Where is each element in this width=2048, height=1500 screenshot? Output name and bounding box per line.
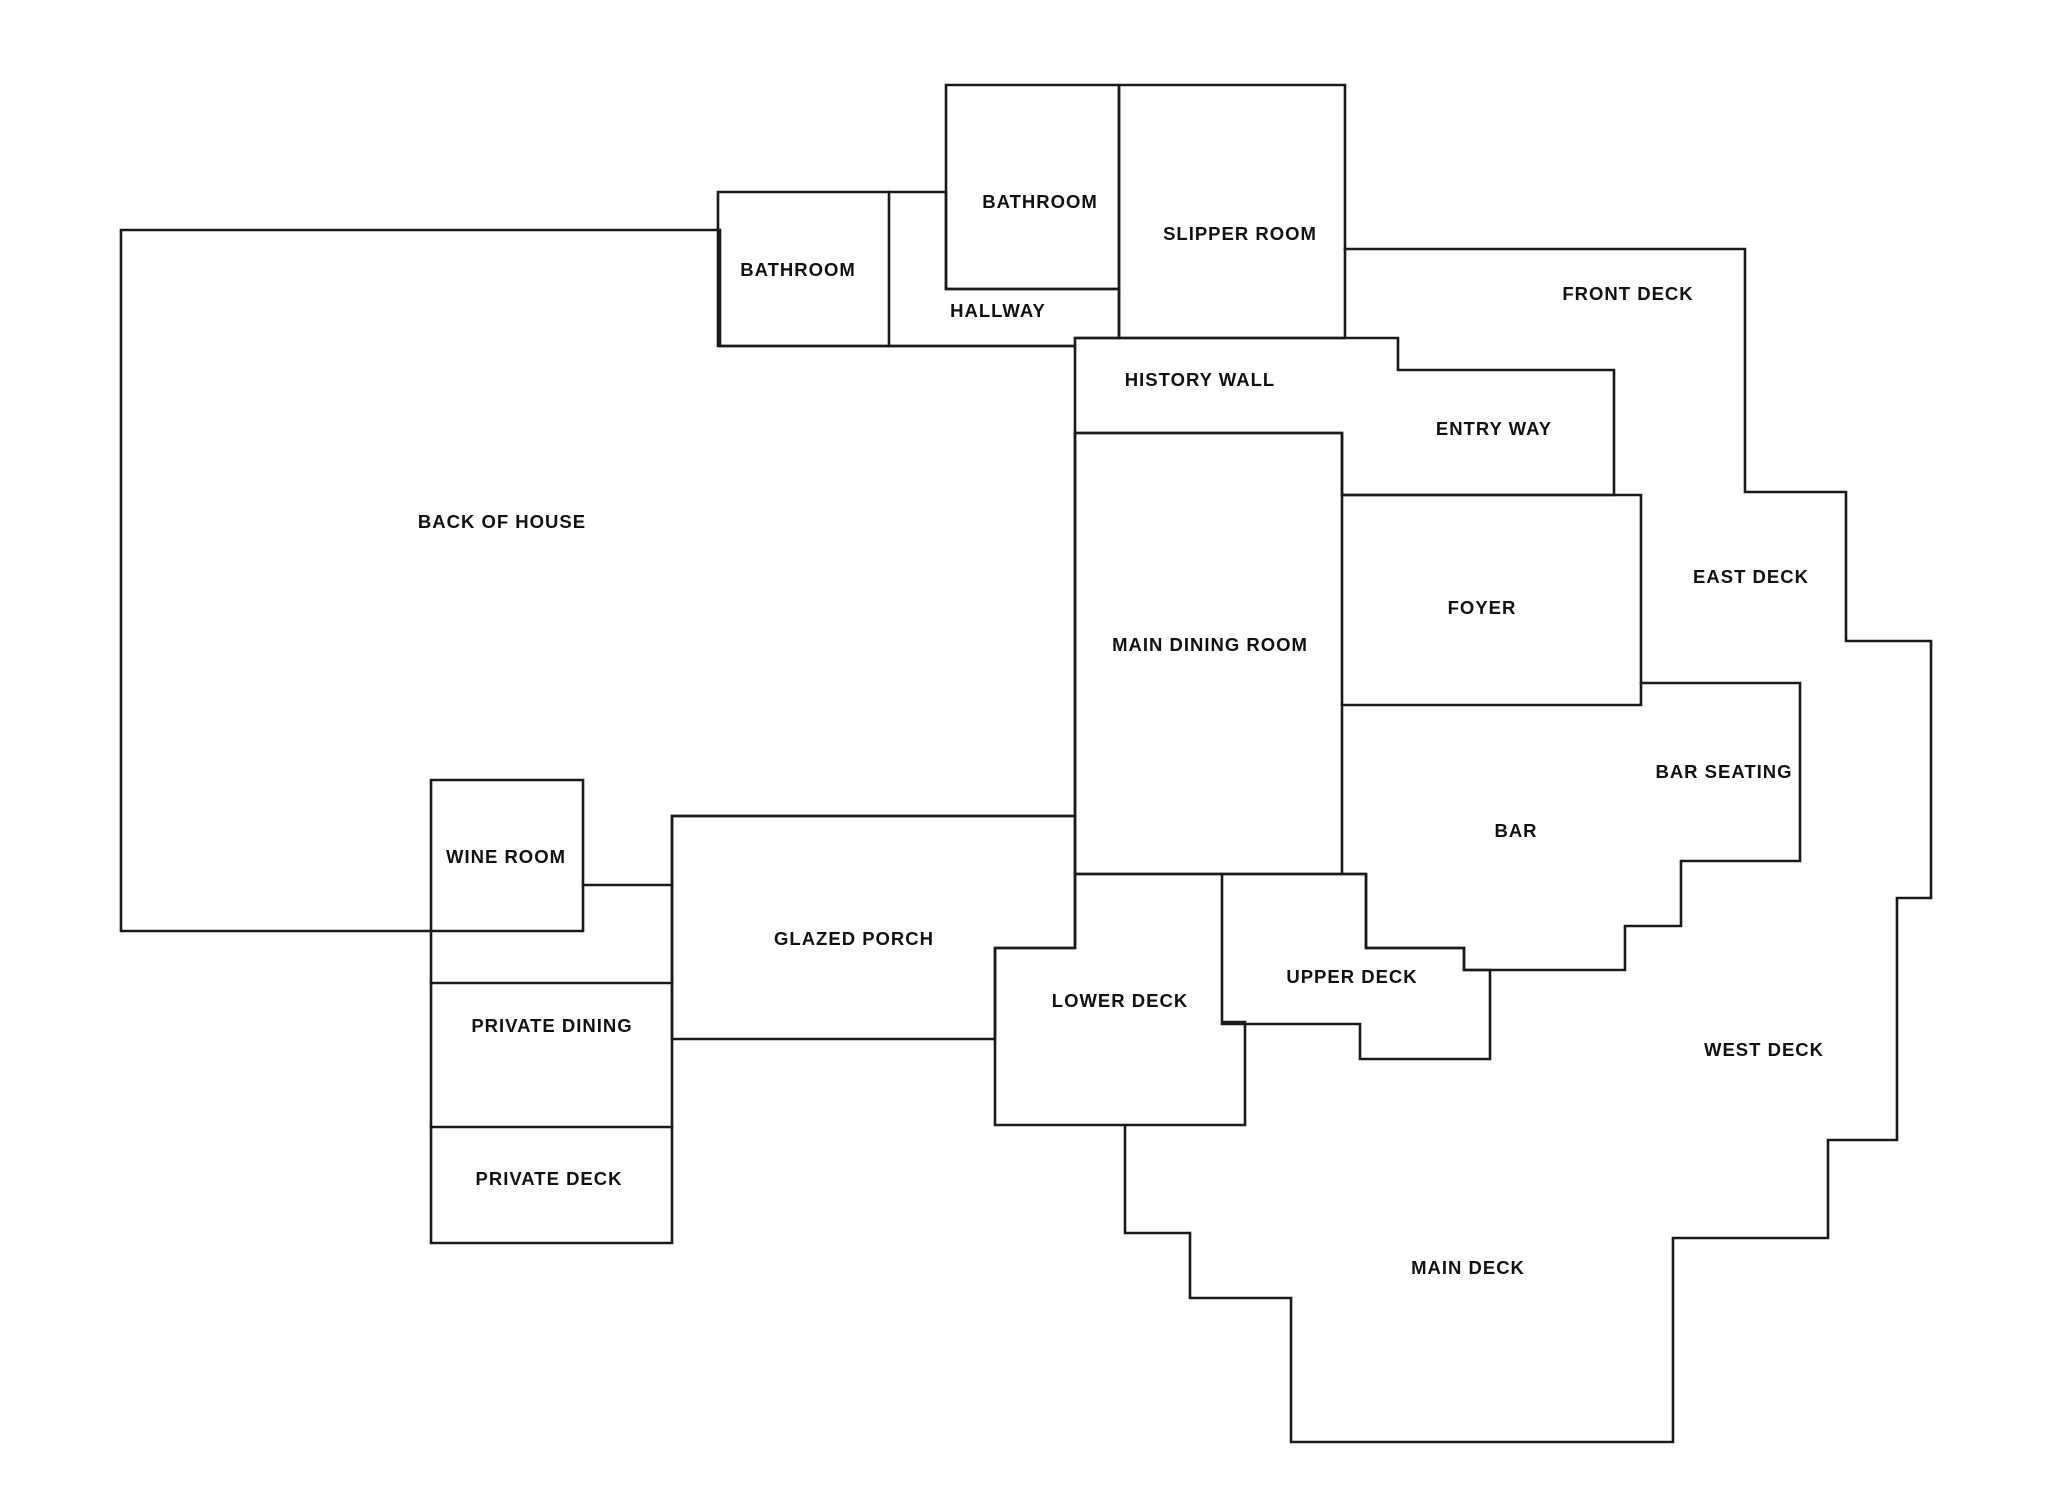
room-label-slipper-room: SLIPPER ROOM <box>1163 223 1317 244</box>
private-dining-walls <box>429 981 674 1245</box>
lower-deck-walls <box>993 872 1247 1127</box>
upper-deck-walls <box>1220 872 1492 1061</box>
room-label-west-deck: WEST DECK <box>1704 1039 1824 1060</box>
room-label-main-dining-room: MAIN DINING ROOM <box>1112 634 1308 655</box>
room-label-upper-deck: UPPER DECK <box>1286 966 1417 987</box>
room-label-bar: BAR <box>1494 820 1537 841</box>
room-label-hallway: HALLWAY <box>950 300 1046 321</box>
outer-deck-walls <box>1123 247 1933 1444</box>
back-of-house-walls <box>119 228 1077 985</box>
room-label-entry-way: ENTRY WAY <box>1436 418 1552 439</box>
room-label-bathroom-north: BATHROOM <box>982 191 1098 212</box>
foyer-walls <box>1340 493 1643 707</box>
bar-walls <box>1340 681 1802 972</box>
room-label-private-dining: PRIVATE DINING <box>471 1015 632 1036</box>
bathroom-north-walls <box>944 83 1121 291</box>
room-label-lower-deck: LOWER DECK <box>1052 990 1188 1011</box>
room-label-east-deck: EAST DECK <box>1693 566 1809 587</box>
history-wall-walls <box>1073 336 1616 497</box>
room-label-bathroom-west: BATHROOM <box>740 259 856 280</box>
room-labels: BACK OF HOUSE BATHROOM HALLWAY BATHROOM … <box>418 191 1824 1278</box>
room-label-main-deck: MAIN DECK <box>1411 1257 1525 1278</box>
room-label-wine-room: WINE ROOM <box>446 846 566 867</box>
room-label-back-of-house: BACK OF HOUSE <box>418 511 586 532</box>
room-label-private-deck: PRIVATE DECK <box>476 1168 623 1189</box>
slipper-room-walls <box>1117 83 1347 340</box>
room-label-history-wall: HISTORY WALL <box>1125 369 1275 390</box>
wine-room-walls <box>429 778 585 933</box>
hallway-walls <box>887 190 1121 348</box>
walls <box>119 83 1933 1444</box>
room-label-bar-seating: BAR SEATING <box>1655 761 1792 782</box>
room-label-glazed-porch: GLAZED PORCH <box>774 928 934 949</box>
room-label-foyer: FOYER <box>1448 597 1517 618</box>
room-label-front-deck: FRONT DECK <box>1562 283 1693 304</box>
